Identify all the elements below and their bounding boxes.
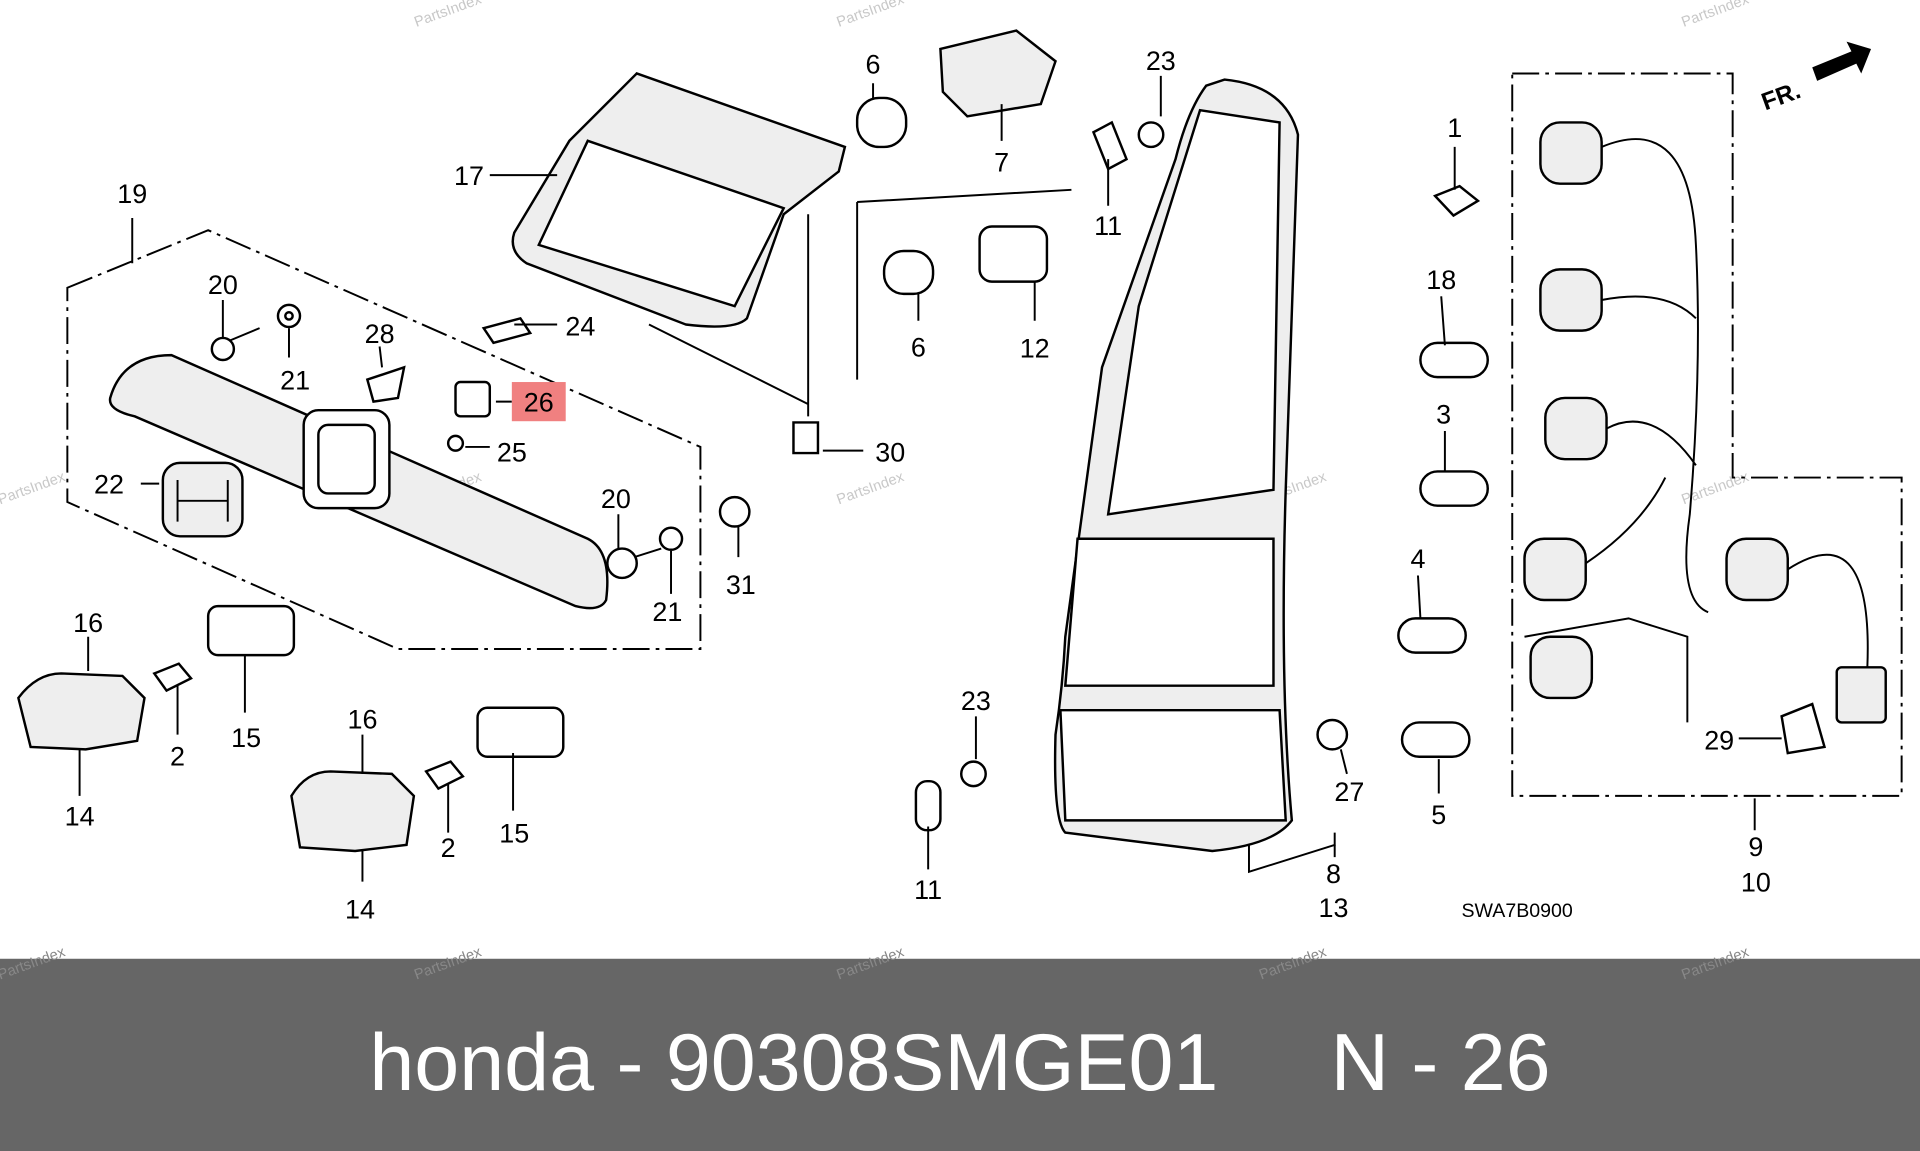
callout-highlighted[interactable]: 26	[524, 387, 554, 417]
footer-band	[0, 958, 1920, 1151]
callout[interactable]: 15	[499, 818, 529, 848]
socket-15a	[206, 604, 296, 657]
callout[interactable]: 7	[994, 147, 1009, 177]
callout[interactable]: 19	[117, 179, 147, 209]
callout[interactable]: 13	[1318, 893, 1348, 923]
callout[interactable]: 12	[1020, 334, 1050, 364]
callout[interactable]: 17	[454, 161, 484, 191]
callout[interactable]: 25	[497, 438, 527, 468]
socket-7	[939, 29, 1057, 118]
callout[interactable]: 2	[441, 833, 456, 863]
callout[interactable]: 16	[347, 705, 377, 735]
bulb-6b	[882, 249, 935, 296]
callout[interactable]: 20	[601, 484, 631, 514]
license-light-14b	[290, 770, 416, 853]
callout[interactable]: 6	[866, 49, 881, 79]
callout[interactable]: 10	[1741, 867, 1771, 897]
callout[interactable]: 28	[365, 319, 395, 349]
license-light-14a	[17, 672, 146, 751]
callout[interactable]: 21	[280, 365, 310, 395]
callout[interactable]: 14	[65, 801, 95, 831]
callout[interactable]: 16	[73, 608, 103, 638]
bulb-6a	[855, 96, 908, 149]
callout[interactable]: 22	[94, 469, 124, 499]
part-caption: honda - 90308SMGE01 N - 26	[369, 1018, 1550, 1108]
wire-harness	[1523, 121, 1887, 755]
callout[interactable]: 18	[1426, 265, 1456, 295]
callout[interactable]: 20	[208, 270, 238, 300]
callout[interactable]: 15	[231, 723, 261, 753]
callout[interactable]: 5	[1431, 800, 1446, 830]
socket-15b	[476, 706, 565, 758]
callout[interactable]: 27	[1334, 777, 1364, 807]
callout[interactable]: 2	[170, 741, 185, 771]
callout[interactable]: 6	[911, 332, 926, 362]
callout[interactable]: 21	[652, 597, 682, 627]
callout[interactable]: 23	[1146, 46, 1176, 76]
callout[interactable]: 30	[875, 438, 905, 468]
callout[interactable]: 8	[1326, 859, 1341, 889]
callout[interactable]: 11	[1094, 211, 1122, 241]
callout[interactable]: 9	[1748, 832, 1763, 862]
highlighted-callout-box	[511, 382, 566, 422]
callout[interactable]: 4	[1410, 544, 1425, 574]
callout[interactable]: 14	[345, 894, 375, 924]
callout[interactable]: 1	[1447, 113, 1462, 143]
callout[interactable]: 31	[726, 570, 756, 600]
callout[interactable]: 3	[1436, 400, 1451, 430]
socket-12	[978, 225, 1049, 283]
callout[interactable]: 23	[961, 686, 991, 716]
honda-emblem	[161, 461, 244, 538]
callout[interactable]: 29	[1704, 725, 1734, 755]
callout[interactable]: 24	[565, 312, 595, 342]
diagram-code: SWA7B0900	[1461, 900, 1572, 922]
callout[interactable]: 11	[914, 875, 942, 905]
callout-labels: 19 20 21 28 24 26 25 22 20 21 31 17 30 6…	[65, 46, 1771, 925]
